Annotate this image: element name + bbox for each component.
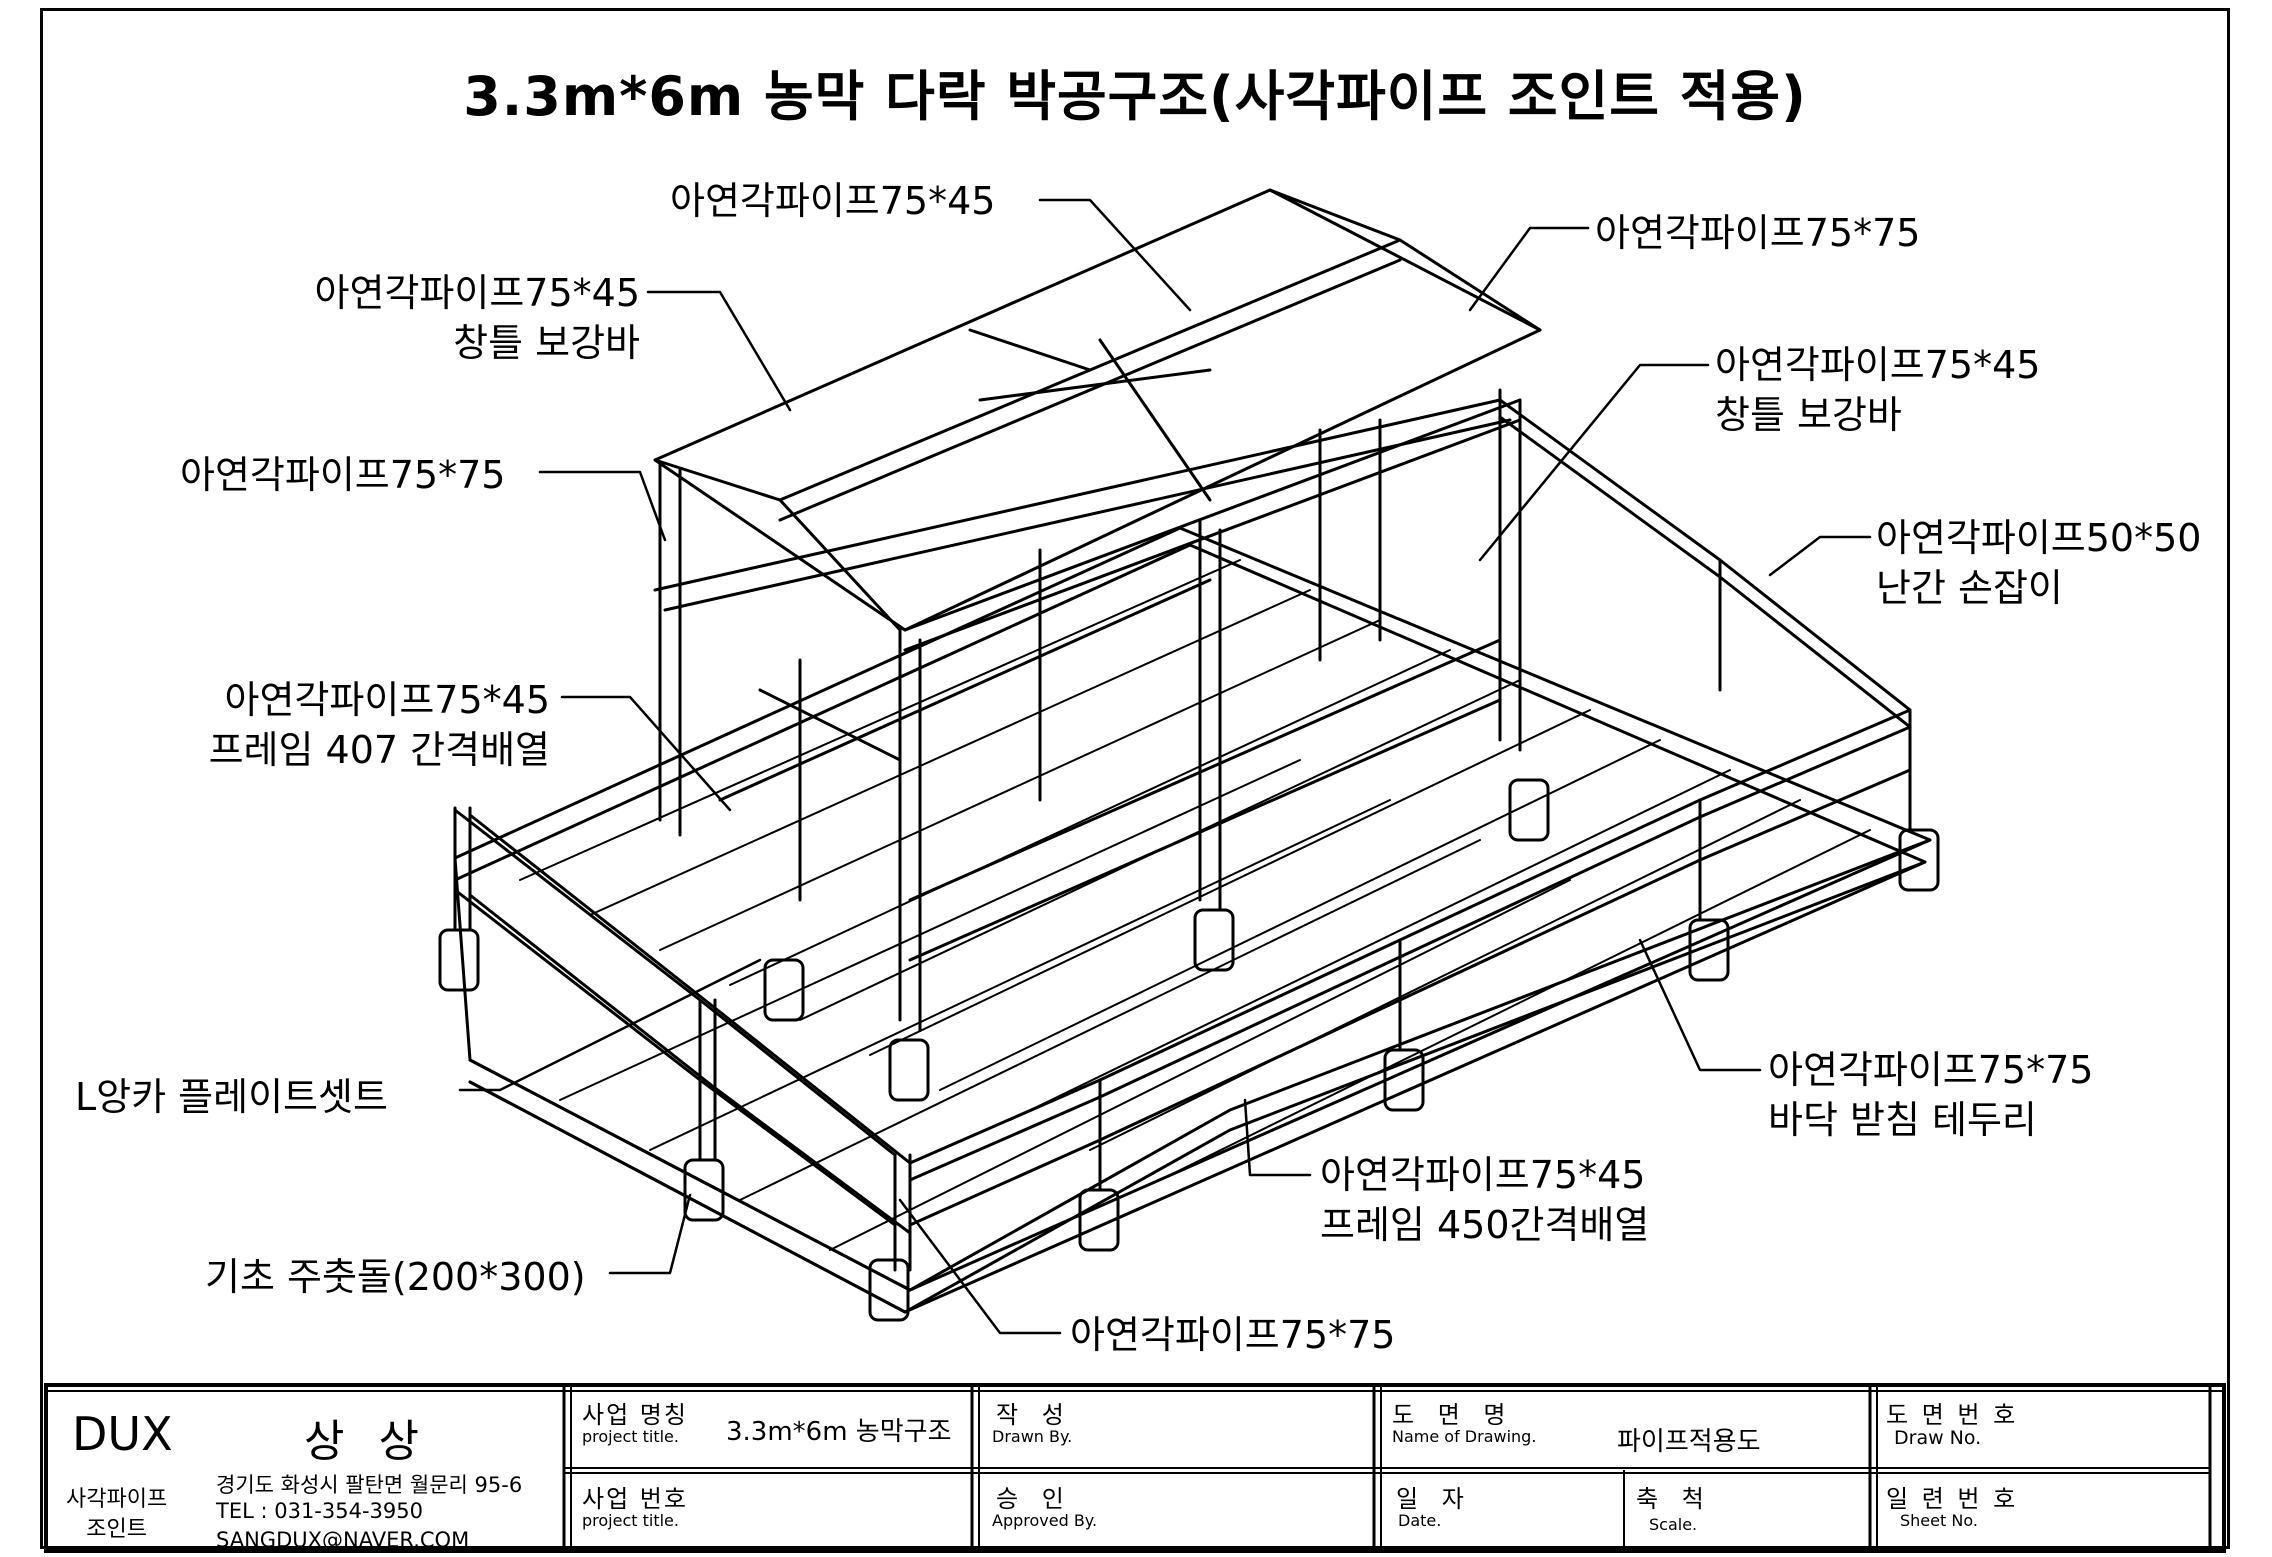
left-railing bbox=[453, 806, 912, 1272]
company-sub-line1: 사각파이프 bbox=[66, 1487, 168, 1512]
label-bottom-mid: 아연각파이프75*45 프레임 450간격배열 bbox=[1320, 1150, 1649, 1250]
company-tel: TEL : 031-354-3950 bbox=[216, 1499, 423, 1523]
sheet-border bbox=[40, 8, 2230, 1549]
sheet-no-label: 일 련 번 호 bbox=[1886, 1485, 2019, 1513]
draw-no-label-en: Draw No. bbox=[1894, 1427, 1982, 1449]
label-top-left: 아연각파이프75*45 창틀 보강바 bbox=[280, 268, 640, 368]
sheet-no-label-en: Sheet No. bbox=[1900, 1511, 1978, 1530]
label-left-2-line2: 프레임 407 간격배열 bbox=[208, 728, 550, 772]
drawing-name-label-en: Name of Drawing. bbox=[1392, 1427, 1537, 1446]
label-right-2-line2: 창틀 보강바 bbox=[1715, 393, 1902, 437]
label-right-3: 아연각파이프50*50 난간 손잡이 bbox=[1876, 513, 2201, 613]
label-bottom-mid-line1: 아연각파이프75*45 bbox=[1320, 1153, 1646, 1197]
label-top-left-line2: 창틀 보강바 bbox=[453, 321, 640, 365]
label-right-4-line1: 아연각파이프75*75 bbox=[1768, 1048, 2094, 1092]
company-sub-line2: 조인트 bbox=[86, 1517, 147, 1542]
scale-label: 축 척 bbox=[1636, 1485, 1712, 1513]
company-name: 상 상 bbox=[304, 1416, 429, 1467]
approved-label: 승 인 bbox=[996, 1485, 1072, 1513]
label-right-3-line2: 난간 손잡이 bbox=[1876, 566, 2063, 610]
company-email: SANGDUX@NAVER.COM bbox=[216, 1528, 470, 1552]
label-foundation: 기초 주춧돌(200*300) bbox=[205, 1255, 586, 1299]
label-bottom: 아연각파이프75*75 bbox=[1070, 1313, 1396, 1357]
house-frame bbox=[653, 188, 1542, 1032]
date-label-en: Date. bbox=[1398, 1511, 1442, 1530]
company-logo-text: DUX bbox=[72, 1407, 173, 1461]
drawing-title: 3.3m*6m 농막 다락 박공구조(사각파이프 조인트 적용) bbox=[463, 65, 1807, 128]
label-left-2-line1: 아연각파이프75*45 bbox=[224, 678, 550, 722]
drawn-by-label: 작 성 bbox=[996, 1401, 1072, 1429]
label-top-center: 아연각파이프75*45 bbox=[670, 179, 996, 223]
date-label: 일 자 bbox=[1396, 1485, 1472, 1513]
title-block-grid bbox=[44, 1383, 2226, 1553]
label-top-left-line1: 아연각파이프75*45 bbox=[314, 271, 640, 315]
leader-lines bbox=[458, 198, 1872, 1335]
project-name-value: 3.3m*6m 농막구조 bbox=[726, 1417, 952, 1447]
drawing-name-value: 파이프적용도 bbox=[1617, 1427, 1761, 1457]
label-right-3-line1: 아연각파이프50*50 bbox=[1876, 516, 2202, 560]
foundation-stones bbox=[438, 778, 1940, 1322]
label-left-1: 아연각파이프75*75 bbox=[180, 453, 506, 497]
company-address: 경기도 화성시 팔탄면 월문리 95-6 bbox=[216, 1473, 523, 1497]
approved-label-en: Approved By. bbox=[992, 1511, 1098, 1530]
title-block: DUX 상 상 사각파이프 조인트 경기도 화성시 팔탄면 월문리 95-6 T… bbox=[44, 1383, 2226, 1553]
label-right-4-line2: 바닥 받침 테두리 bbox=[1768, 1098, 2037, 1142]
drawn-by-label-en: Drawn By. bbox=[992, 1427, 1073, 1446]
project-name-label: 사업 명칭 bbox=[582, 1401, 688, 1429]
right-railing bbox=[908, 398, 1912, 1227]
project-no-label: 사업 번호 bbox=[582, 1485, 688, 1513]
draw-no-label: 도 면 번 호 bbox=[1886, 1401, 2019, 1429]
label-right-2: 아연각파이프75*45 창틀 보강바 bbox=[1715, 340, 2040, 440]
label-right-2-line1: 아연각파이프75*45 bbox=[1715, 343, 2041, 387]
label-right-top: 아연각파이프75*75 bbox=[1595, 211, 1921, 255]
drawing-name-label: 도 면 명 bbox=[1392, 1401, 1514, 1429]
label-left-2: 아연각파이프75*45 프레임 407 간격배열 bbox=[140, 675, 550, 775]
scale-label-en: Scale. bbox=[1649, 1515, 1698, 1534]
floor-joists bbox=[519, 559, 1871, 1251]
company-sub: 사각파이프 조인트 bbox=[66, 1485, 167, 1545]
label-right-4: 아연각파이프75*75 바닥 받침 테두리 bbox=[1768, 1045, 2093, 1145]
project-no-label-en: project title. bbox=[582, 1511, 679, 1530]
project-name-label-en: project title. bbox=[582, 1427, 679, 1446]
label-bottom-mid-line2: 프레임 450간격배열 bbox=[1320, 1203, 1650, 1247]
label-anchor-plate: L앙카 플레이트셋트 bbox=[75, 1075, 388, 1119]
